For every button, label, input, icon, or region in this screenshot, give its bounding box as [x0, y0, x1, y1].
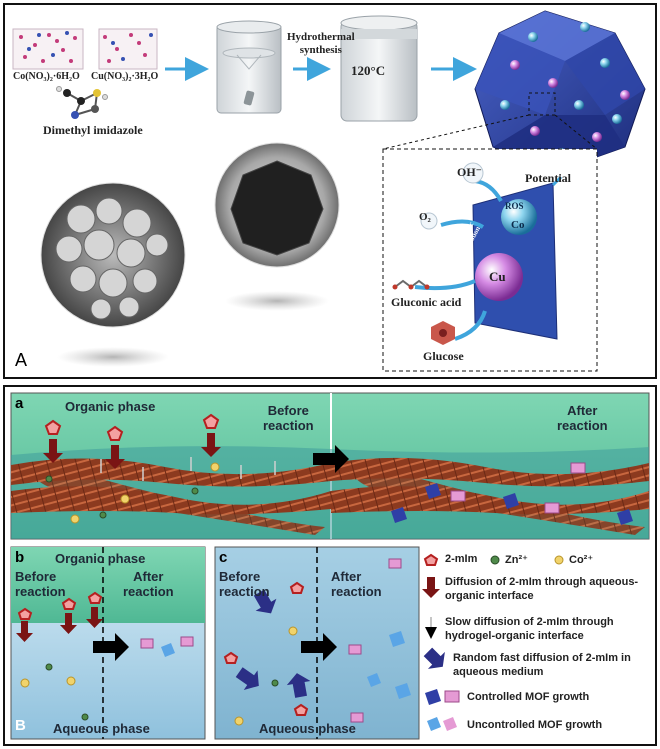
slow-diffusion-arrows [100, 457, 276, 481]
label-b: b [15, 549, 25, 566]
top-ions [45, 462, 220, 524]
top-before-label: Before reaction [263, 403, 314, 433]
ros-label: ROS [505, 201, 524, 211]
b-organic-layer [11, 547, 205, 623]
potential-arrow [551, 175, 563, 187]
co-crystal-structure [12, 28, 84, 70]
zoom-line-left [382, 114, 530, 150]
panel-b: a Organic phase Before reaction After re… [3, 385, 657, 746]
panel-a-scene [12, 10, 646, 372]
linker-label: Dimethyl imidazole [43, 123, 143, 137]
legend-mim-icon [423, 553, 439, 566]
b-aqueous-phase: Aqueous phase [53, 721, 150, 736]
glucose-label: Glucose [423, 349, 464, 363]
top-diffusion-arrows [43, 433, 221, 469]
gluconic-arrow [414, 279, 476, 291]
reagent-1-label: Co(NO₃)₂·6H₂O [13, 71, 80, 82]
o2-bubble [420, 212, 438, 230]
b-diffusion-arrows [16, 607, 103, 642]
tem-shadow [225, 291, 329, 311]
legend-zn-icon [490, 555, 500, 565]
panel-a-label: A [15, 350, 28, 370]
reagent-2-label: Cu(NO₃)₂·3H₂O [91, 71, 159, 82]
legend-co-icon [554, 555, 564, 565]
beaker-icon [216, 20, 282, 114]
tem-particle [230, 160, 324, 256]
c-aqueous-phase: Aqueous phase [259, 721, 356, 736]
autoclave-icon [340, 15, 418, 122]
top-reaction-arrow [313, 445, 349, 473]
cu-crystal-structure [98, 28, 158, 70]
c-reaction-arrow [301, 633, 337, 661]
zoom-box [528, 92, 556, 116]
b-organic-phase: Organic phase [55, 551, 146, 566]
legend-uncontrolled-label: Uncontrolled MOF growth [467, 719, 603, 731]
legend-random-arrow [423, 647, 445, 669]
legend-diffusion-arrow [422, 577, 440, 598]
top-mof-crystals [391, 462, 633, 525]
b-mim-molecules [17, 591, 103, 620]
mof-polyhedron [474, 10, 646, 172]
b-mof-crystals [140, 636, 194, 657]
b-ions [20, 663, 89, 721]
glucose-molecule [431, 321, 455, 345]
glucose-arrow [454, 310, 487, 341]
top-after-label: After reaction [557, 403, 608, 433]
legend-controlled-icons [425, 689, 460, 705]
o2-arrow [440, 219, 485, 229]
label-B: B [15, 717, 26, 734]
c-before-label: Before reaction [219, 569, 270, 599]
gluconic-acid-molecule [392, 279, 430, 290]
top-organic-phase: Organic phase [65, 399, 156, 414]
c-mim-molecules [223, 581, 309, 716]
b-reaction-arrow [93, 633, 129, 661]
imidazole-molecule [56, 86, 108, 119]
top-mim-molecules [44, 413, 220, 441]
co-sphere [501, 199, 537, 235]
c-after-label: After reaction [331, 569, 382, 599]
panel-a: Co(NO₃)₂·6H₂O Cu(NO₃)₂·3H₂O Dimethyl imi… [3, 3, 657, 379]
legend-mim-label: 2-mIm [445, 553, 478, 565]
label-c: c [219, 549, 228, 566]
temperature-label: 120°C [351, 63, 386, 78]
fiber-mesh-right [331, 457, 649, 535]
cu-label: Cu [489, 269, 506, 284]
gluconic-label: Gluconic acid [391, 295, 462, 309]
c-random-arrows [235, 589, 311, 698]
b-before-label: Before reaction [15, 569, 66, 599]
co-label: Co [511, 219, 525, 231]
c-mof-crystals [348, 558, 411, 723]
legend-uncontrolled-icons [427, 717, 457, 731]
c-ions [234, 626, 298, 726]
potential-label: Potential [525, 171, 571, 185]
legend-co-label: Co²⁺ [569, 554, 594, 566]
legend-slow-label: Slow diffusion of 2-mIm through hydrogel… [445, 616, 614, 642]
hydrothermal-label: Hydrothermal synthesis [287, 31, 355, 56]
o2-label: O₂ [419, 211, 431, 223]
panel-b-scene [10, 392, 650, 740]
legend-controlled-label: Controlled MOF growth [467, 691, 590, 703]
sem-shadow [57, 347, 169, 367]
legend-random-label: Random fast diffusion of 2-mIm in aqueou… [453, 652, 631, 678]
oh-bubble [462, 162, 484, 184]
legend-diffusion-label: Diffusion of 2-mIm through aqueous- orga… [445, 576, 639, 602]
oh-label: OH⁻ [457, 165, 483, 179]
label-a: a [15, 395, 24, 412]
b-after-label: After reaction [123, 569, 174, 599]
cu-sphere [475, 253, 523, 301]
fiber-mesh-left [11, 458, 331, 535]
legend-zn-label: Zn²⁺ [505, 554, 528, 566]
sem-particles [55, 197, 169, 320]
